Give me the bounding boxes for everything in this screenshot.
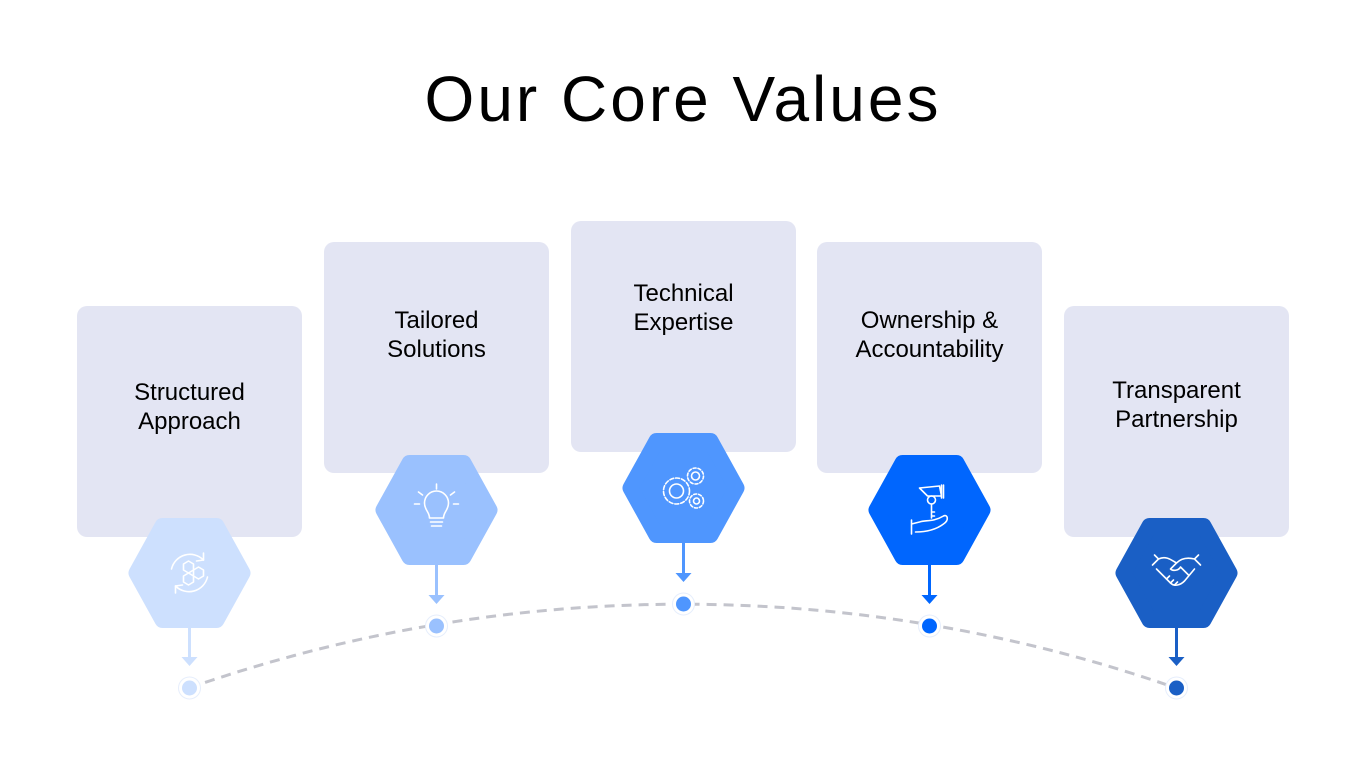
handshake-icon — [1151, 554, 1202, 586]
value-card-label: Transparent Partnership — [1112, 377, 1241, 433]
timeline-dot — [676, 596, 691, 612]
arrow-head — [181, 657, 198, 666]
value-card-label: Ownership & Accountability — [855, 307, 1004, 363]
timeline-dot — [429, 618, 444, 634]
value-card-label: Technical Expertise — [633, 280, 734, 336]
value-card: Transparent Partnership — [1064, 306, 1289, 537]
gears-icon — [662, 467, 705, 509]
hexagon-badge — [375, 455, 498, 565]
page-title: Our Core Values — [424, 63, 942, 135]
key-handover-icon — [910, 484, 949, 535]
hexagon-badge — [1115, 518, 1238, 628]
arrow-head — [675, 573, 692, 582]
arrow-head — [1168, 657, 1185, 666]
timeline-dot — [922, 618, 937, 634]
arrow-head — [921, 595, 938, 604]
value-card: Tailored Solutions — [324, 242, 549, 473]
value-card-label: Tailored Solutions — [387, 307, 486, 363]
cycle-hexagons-icon — [170, 552, 209, 594]
value-card: Technical Expertise — [571, 221, 796, 452]
lightbulb-icon — [413, 483, 460, 527]
value-card-label: Structured Approach — [134, 379, 245, 435]
value-card: Structured Approach — [77, 306, 302, 537]
timeline-dot — [182, 680, 197, 696]
hexagon-badge — [868, 455, 991, 565]
arrow-head — [428, 595, 445, 604]
value-card: Ownership & Accountability — [817, 242, 1042, 473]
timeline-dot — [1169, 680, 1184, 696]
timeline-curve — [188, 602, 1177, 690]
